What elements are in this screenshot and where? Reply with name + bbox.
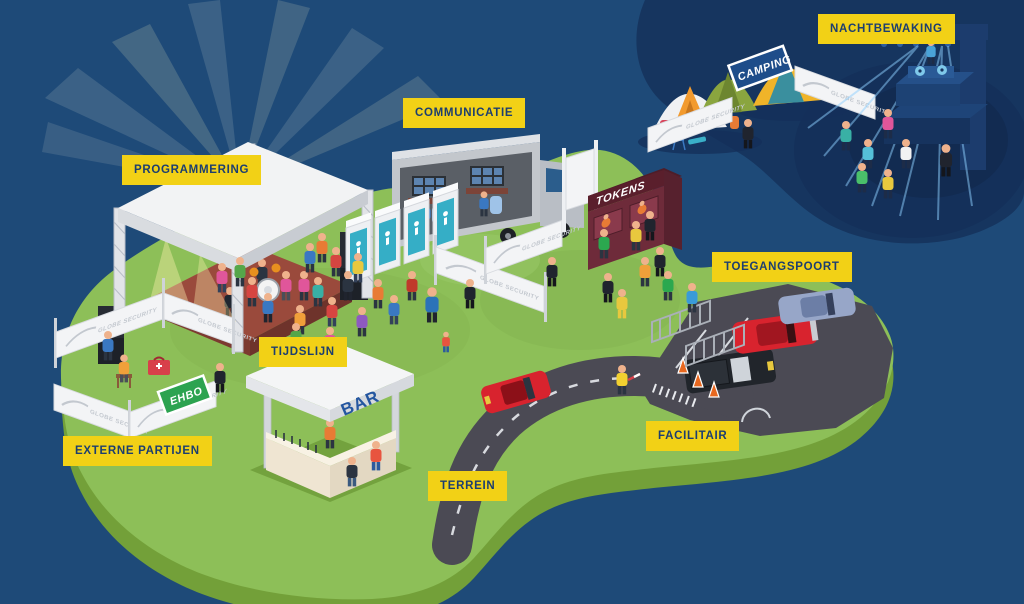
label-programmering: PROGRAMMERING [122,155,262,185]
label-tijdslijn: TIJDSLIJN [259,337,347,367]
gate-door [565,148,595,211]
traffic-controller [616,365,641,395]
label-terrein: TERREIN [428,471,508,501]
crosswalk-marks [651,383,697,408]
road-dashes [450,376,633,536]
label-externe-partijen: EXTERNE PARTIJEN [63,436,212,466]
label-toegangspoort: TOEGANGSPOORT [712,252,852,282]
ehbo-area: EHBO [102,331,213,417]
ehbo-sign: EHBO [156,373,213,417]
stage-roof [118,142,368,258]
portable-toilets [345,182,459,285]
bar-roof [246,340,414,410]
blue-parked-car [778,287,856,325]
traffic-cones [677,356,720,398]
red-driving-car [481,370,551,414]
dj-stage [807,24,988,221]
label-nachtbewaking: NACHTBEWAKING [818,14,955,44]
entrance-barriers [651,299,745,368]
bar-stand: BAR [246,340,414,502]
first-aid-kit [148,356,170,375]
cars [481,287,856,414]
gate-post [562,148,566,232]
u-turn-marking [741,407,771,423]
label-facilitair: FACILITAIR [646,421,740,451]
gate-post [594,140,598,222]
grass-patch [480,250,680,350]
beer-taps [275,430,317,453]
label-communicatie: COMMUNICATIE [403,98,526,128]
